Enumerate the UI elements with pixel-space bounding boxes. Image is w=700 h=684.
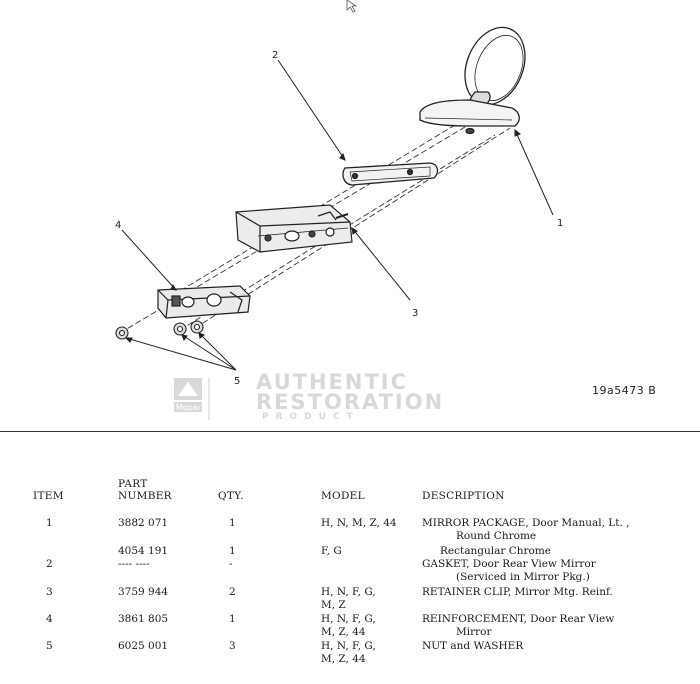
qty-cell: 1 bbox=[229, 545, 236, 557]
reinforcement-part bbox=[157, 285, 251, 319]
model-cell: F, G bbox=[321, 545, 342, 557]
header-description: DESCRIPTION bbox=[422, 490, 505, 502]
description-cell-cont: Mirror bbox=[456, 626, 492, 638]
watermark-line-1: AUTHENTIC bbox=[256, 370, 409, 394]
description-cell-cont: Round Chrome bbox=[456, 530, 537, 542]
model-cell: H, N, F, G, bbox=[321, 586, 376, 598]
description-cell: RETAINER CLIP, Mirror Mtg. Reinf. bbox=[422, 586, 613, 598]
qty-cell: 3 bbox=[229, 640, 236, 652]
part-number-cell: 3759 944 bbox=[118, 586, 169, 598]
description-cell: GASKET, Door Rear View Mirror bbox=[422, 558, 596, 570]
description-cell: REINFORCEMENT, Door Rear View bbox=[422, 613, 615, 625]
model-cell-cont: M, Z, 44 bbox=[321, 626, 366, 638]
mouse-cursor-icon bbox=[346, 0, 358, 13]
part-number-cell: 3861 805 bbox=[118, 613, 169, 625]
divider bbox=[0, 431, 700, 432]
watermark-line-3: PRODUCT bbox=[262, 412, 360, 422]
mopar-logo: Mopar bbox=[174, 378, 210, 420]
authentic-restoration-watermark: AUTHENTIC RESTORATION PRODUCT bbox=[256, 370, 445, 423]
callout-1: 1 bbox=[557, 218, 563, 229]
header-item: ITEM bbox=[33, 490, 64, 502]
part-number-cell: 3882 071 bbox=[118, 517, 169, 529]
qty-cell: - bbox=[229, 558, 233, 570]
part-number-cell: 4054 191 bbox=[118, 545, 169, 557]
item-cell: 3 bbox=[46, 586, 53, 598]
model-cell: H, N, F, G, bbox=[321, 613, 376, 625]
retainer-clip-part bbox=[235, 204, 353, 253]
item-cell: 2 bbox=[46, 558, 53, 570]
part-number-cell: ---- ---- bbox=[118, 558, 150, 570]
model-cell-cont: M, Z bbox=[321, 599, 346, 611]
description-cell: NUT and WASHER bbox=[422, 640, 524, 652]
callout-4: 4 bbox=[115, 220, 121, 231]
callout-3: 3 bbox=[412, 308, 418, 319]
exploded-diagram: 2 1 3 4 5 bbox=[115, 0, 563, 387]
model-cell: H, N, F, G, bbox=[321, 640, 376, 652]
callout-5: 5 bbox=[234, 376, 240, 387]
qty-cell: 2 bbox=[229, 586, 236, 598]
nut-and-washer-part bbox=[115, 320, 204, 340]
callout-2: 2 bbox=[272, 50, 278, 61]
description-cell: MIRROR PACKAGE, Door Manual, Lt. , bbox=[422, 517, 630, 529]
mirror-package-part bbox=[419, 26, 526, 135]
gasket-part bbox=[342, 162, 439, 186]
item-cell: 1 bbox=[46, 517, 53, 529]
model-cell-cont: M, Z, 44 bbox=[321, 653, 366, 665]
item-cell: 4 bbox=[46, 613, 53, 625]
figure-code: 19a5473 B bbox=[592, 384, 657, 397]
header-model: MODEL bbox=[321, 490, 365, 502]
svg-text:Mopar: Mopar bbox=[176, 403, 202, 412]
part-number-cell: 6025 001 bbox=[118, 640, 169, 652]
description-cell-cont: (Serviced in Mirror Pkg.) bbox=[456, 571, 590, 583]
model-cell: H, N, M, Z, 44 bbox=[321, 517, 397, 529]
header-number: NUMBER bbox=[118, 490, 172, 502]
watermark-line-2: RESTORATION bbox=[256, 390, 445, 414]
qty-cell: 1 bbox=[229, 517, 236, 529]
item-cell: 5 bbox=[46, 640, 53, 652]
header-part: PART bbox=[118, 478, 148, 490]
description-cell: Rectangular Chrome bbox=[440, 545, 552, 557]
header-qty: QTY. bbox=[218, 490, 244, 502]
qty-cell: 1 bbox=[229, 613, 236, 625]
